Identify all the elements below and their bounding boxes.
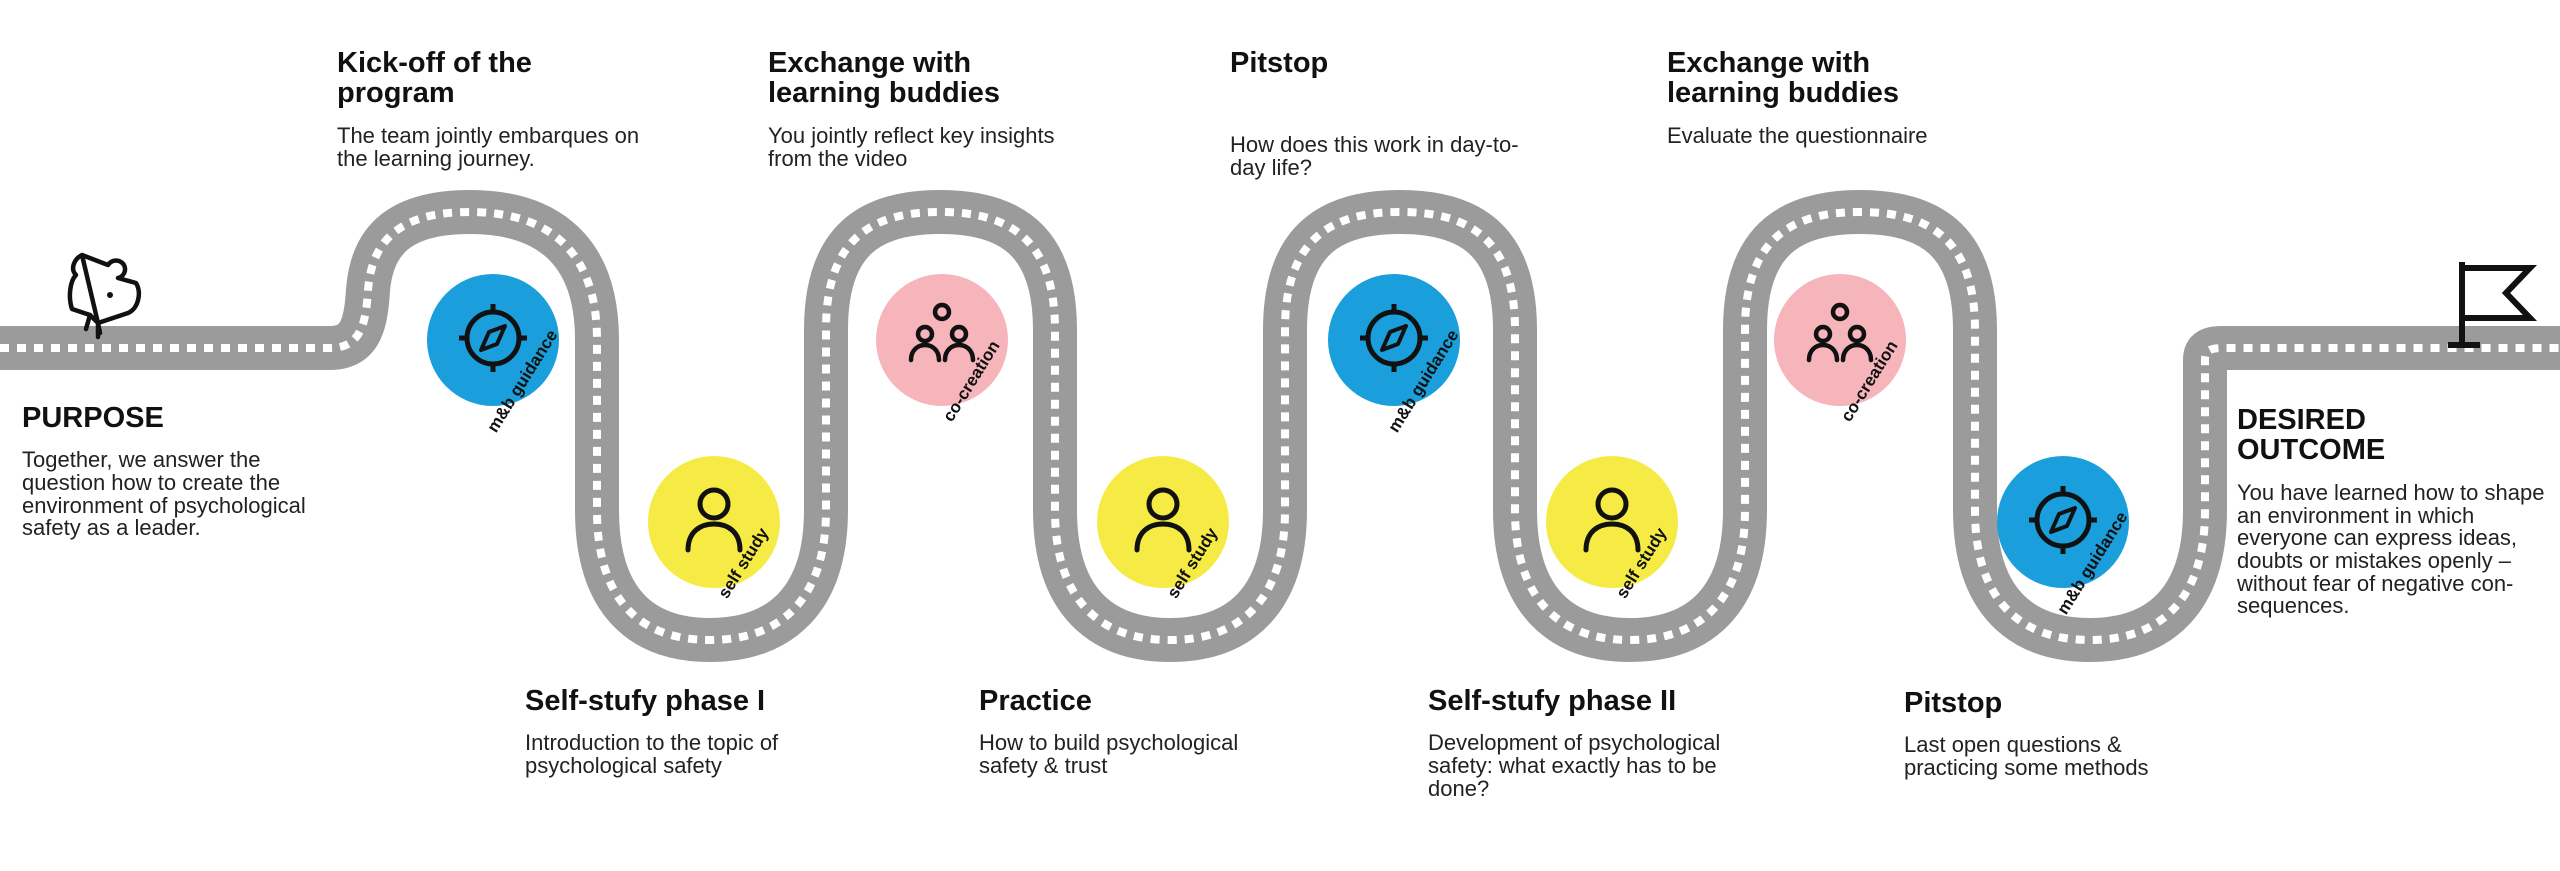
step-title: Self-stufy phase II (1428, 685, 1677, 717)
step-title: Kick-off of the program (337, 47, 532, 110)
step-kickoff: Kick-off of the program The team jointly… (337, 48, 667, 170)
step-title: Pitstop (1230, 47, 1329, 79)
step-text: How to build psychological safety & trus… (979, 730, 1239, 779)
step-title: Exchange with learning buddies (1667, 47, 1900, 110)
step-text: Last open questions & practicing some me… (1904, 732, 2149, 781)
step-text: Introduction to the topic of psychologic… (525, 730, 779, 779)
co-creation-badge: co-creation (1774, 274, 1906, 425)
guidance-badge: m&b guidance (427, 274, 561, 436)
step-text: The team jointly embarques on the learni… (337, 122, 640, 171)
purpose-text: Together, we answer the question how to … (22, 447, 306, 541)
step-title: Self-stufy phase I (525, 685, 766, 717)
step-selfstudy-2: Self-stufy phase II Development of psych… (1428, 686, 1758, 800)
guidance-badge: m&b guidance (1328, 274, 1462, 436)
co-creation-badge: co-creation (876, 274, 1008, 425)
step-title: Pitstop (1904, 687, 2003, 719)
self-study-badge: self study (1546, 456, 1678, 602)
step-text: How does this work in day-to-day life? (1230, 132, 1519, 181)
self-study-badge: self study (1097, 456, 1229, 602)
road (0, 212, 2560, 640)
step-exchange-2: Exchange with learning buddies Evaluate … (1667, 48, 1997, 148)
step-text: Development of psychological safety: wha… (1428, 730, 1721, 801)
puzzle-piece-icon (67, 252, 141, 340)
step-title: Practice (979, 685, 1092, 717)
step-practice: Practice How to build psychological safe… (979, 686, 1309, 778)
purpose-title: PURPOSE (22, 402, 164, 434)
badge-circle (1774, 274, 1906, 406)
outcome-block: DESIRED OUTCOME You have learned how to … (2237, 405, 2552, 618)
outcome-title: DESIRED OUTCOME (2237, 404, 2386, 467)
step-selfstudy-1: Self-stufy phase I Introduction to the t… (525, 686, 855, 778)
finish-flag-icon (2448, 262, 2538, 348)
step-pitstop-2: Pitstop Last open questions & practicing… (1904, 688, 2234, 780)
badge-circle (876, 274, 1008, 406)
step-pitstop-1: Pitstop How does this work in day-to-day… (1230, 48, 1560, 180)
badge-circle (427, 274, 559, 406)
outcome-text: You have learned how to shape an environ… (2237, 479, 2545, 619)
step-text: Evaluate the questionnaire (1667, 122, 1928, 148)
step-exchange-1: Exchange with learning buddies You joint… (768, 48, 1098, 170)
purpose-block: PURPOSE Together, we answer the question… (22, 403, 342, 540)
badge-circle (1328, 274, 1460, 406)
self-study-badge: self study (648, 456, 780, 602)
step-title: Exchange with learning buddies (768, 47, 1001, 110)
badge-circle (1997, 456, 2129, 588)
step-text: You jointly reflect key insights from th… (768, 122, 1055, 171)
